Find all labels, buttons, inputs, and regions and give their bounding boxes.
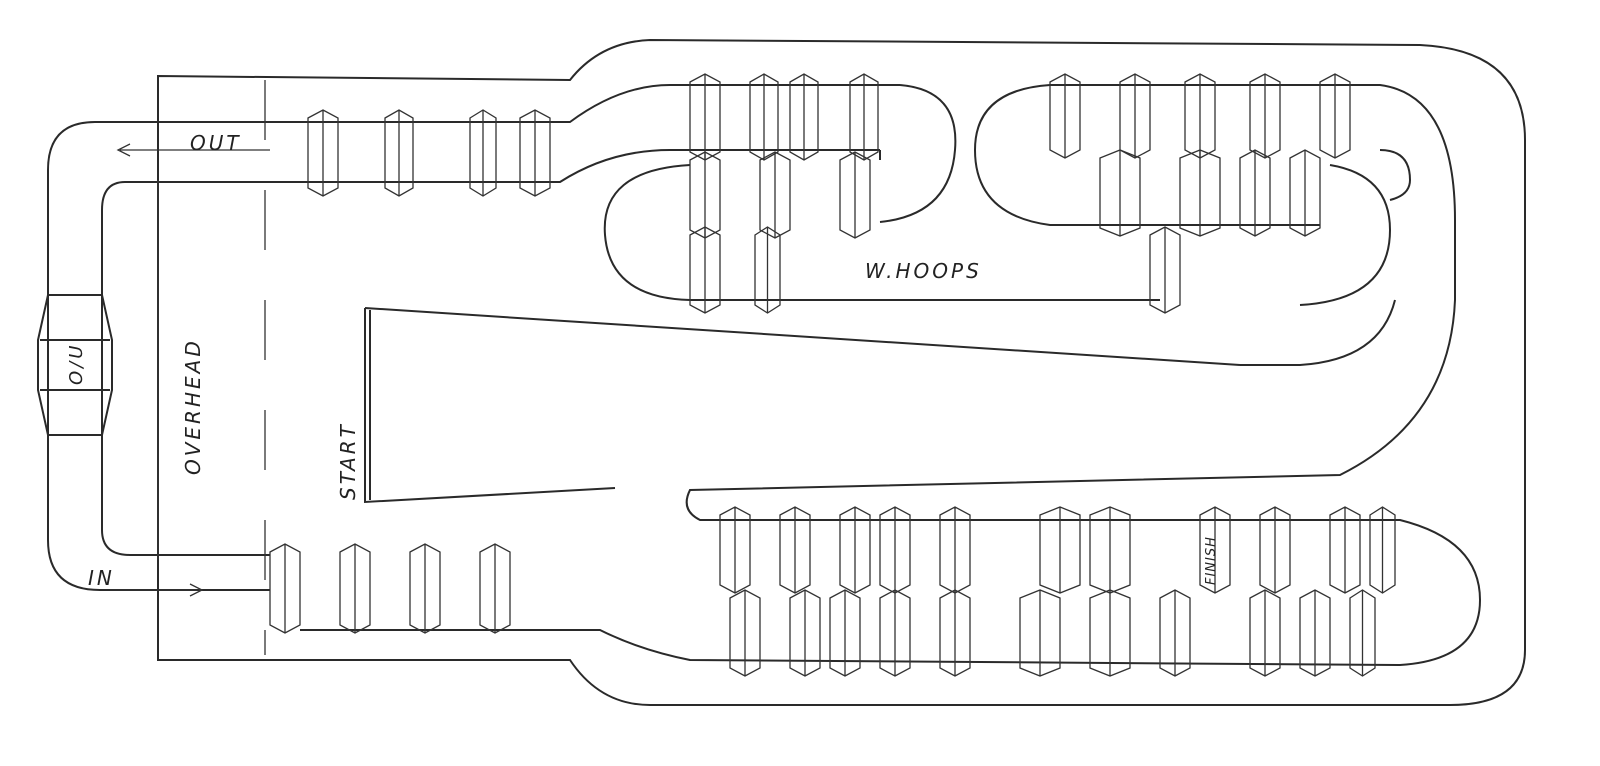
bump <box>749 73 779 161</box>
bump <box>1159 589 1191 677</box>
bump <box>1249 73 1281 159</box>
bump <box>789 73 819 161</box>
bump <box>689 73 721 161</box>
bump <box>1119 73 1151 159</box>
bump <box>307 109 339 197</box>
bump <box>519 109 551 197</box>
label-overhead: OVERHEAD <box>181 338 205 475</box>
label-over-under: O/U <box>66 343 87 385</box>
bump <box>849 73 879 161</box>
bump <box>1249 589 1281 677</box>
bump <box>384 109 414 197</box>
bump <box>1319 73 1351 159</box>
whoops-loop-right <box>300 84 1482 667</box>
bump <box>1049 73 1081 159</box>
bump <box>829 589 861 677</box>
bump-group <box>269 73 1396 677</box>
bump <box>1299 589 1331 677</box>
bump <box>719 506 751 594</box>
bump <box>1289 149 1321 237</box>
bump <box>1099 149 1141 237</box>
bump <box>1179 149 1221 237</box>
whoops-loop-left <box>603 84 1160 301</box>
bump <box>1329 506 1361 594</box>
bump <box>479 543 511 634</box>
bump <box>469 109 497 197</box>
label-out: OUT <box>190 131 242 155</box>
label-whoops: W.HOOPS <box>865 259 982 283</box>
bump <box>1184 73 1216 159</box>
bump <box>409 543 441 634</box>
label-in: IN <box>88 566 115 590</box>
bump <box>1019 589 1061 677</box>
bump <box>759 151 791 239</box>
track-lane-outer <box>47 121 300 591</box>
bump <box>269 543 301 634</box>
bump <box>1149 226 1181 314</box>
bump <box>839 151 871 239</box>
bump <box>339 543 371 634</box>
bump <box>1039 506 1081 594</box>
bump <box>939 589 971 677</box>
top-lane <box>300 84 900 183</box>
bump <box>1089 506 1131 594</box>
bump <box>1259 506 1291 594</box>
over-under-section <box>37 294 113 436</box>
label-start: START <box>336 422 360 500</box>
bump <box>1089 589 1131 677</box>
outer-boundary <box>157 38 1526 706</box>
bump <box>879 589 911 677</box>
bump <box>1239 149 1271 237</box>
in-arrow <box>110 583 204 597</box>
bump <box>1369 506 1396 594</box>
start-island <box>364 307 1241 504</box>
bump <box>754 226 781 314</box>
bump <box>689 226 721 314</box>
out-arrow <box>116 143 270 157</box>
bump <box>1199 506 1231 594</box>
bump <box>779 506 811 594</box>
track-lane-inner <box>101 181 300 556</box>
bump <box>839 506 871 594</box>
bump <box>879 506 911 594</box>
label-finish: FINISH <box>1204 536 1219 585</box>
bump <box>689 151 721 239</box>
bump <box>1349 589 1376 677</box>
bump <box>729 589 761 677</box>
bump <box>789 589 821 677</box>
bump <box>939 506 971 594</box>
